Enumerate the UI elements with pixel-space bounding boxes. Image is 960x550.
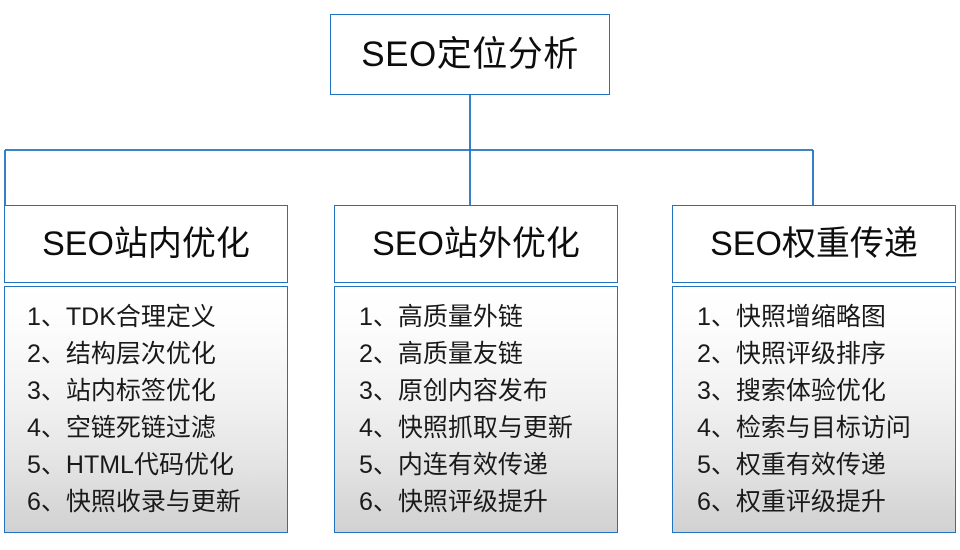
branch-header-2[interactable]: SEO站外优化 [334, 205, 618, 283]
root-node-title: SEO定位分析 [361, 35, 579, 74]
root-node[interactable]: SEO定位分析 [330, 14, 610, 95]
list-item: 5、权重有效传递 [697, 451, 886, 479]
list-item: 4、检索与目标访问 [697, 414, 911, 442]
branch-column-3: SEO权重传递 1、快照增缩略图 2、快照评级排序 3、搜索体验优化 4、检索与… [672, 205, 956, 533]
branch-column-1: SEO站内优化 1、TDK合理定义 2、结构层次优化 3、站内标签优化 4、空链… [4, 205, 288, 533]
branch-header-label-3: SEO权重传递 [710, 225, 918, 263]
list-item: 2、快照评级排序 [697, 340, 886, 368]
branch-header-label-2: SEO站外优化 [372, 225, 580, 263]
list-item: 3、站内标签优化 [27, 377, 216, 405]
list-item: 1、TDK合理定义 [27, 303, 216, 331]
branch-list-2: 1、高质量外链 2、高质量友链 3、原创内容发布 4、快照抓取与更新 5、内连有… [334, 286, 618, 533]
list-item: 5、HTML代码优化 [27, 451, 234, 479]
list-item: 3、原创内容发布 [359, 377, 548, 405]
branch-column-2: SEO站外优化 1、高质量外链 2、高质量友链 3、原创内容发布 4、快照抓取与… [334, 205, 618, 533]
list-item: 1、快照增缩略图 [697, 303, 886, 331]
branch-header-label-1: SEO站内优化 [42, 225, 250, 263]
branch-header-3[interactable]: SEO权重传递 [672, 205, 956, 283]
branch-list-1: 1、TDK合理定义 2、结构层次优化 3、站内标签优化 4、空链死链过滤 5、H… [4, 286, 288, 533]
list-item: 6、权重评级提升 [697, 488, 886, 516]
list-item: 1、高质量外链 [359, 303, 523, 331]
list-item: 4、空链死链过滤 [27, 414, 216, 442]
list-item: 5、内连有效传递 [359, 451, 548, 479]
list-item: 6、快照收录与更新 [27, 488, 241, 516]
list-item: 3、搜索体验优化 [697, 377, 886, 405]
list-item: 2、结构层次优化 [27, 340, 216, 368]
list-item: 6、快照评级提升 [359, 488, 548, 516]
branch-list-3: 1、快照增缩略图 2、快照评级排序 3、搜索体验优化 4、检索与目标访问 5、权… [672, 286, 956, 533]
list-item: 2、高质量友链 [359, 340, 523, 368]
branch-header-1[interactable]: SEO站内优化 [4, 205, 288, 283]
list-item: 4、快照抓取与更新 [359, 414, 573, 442]
